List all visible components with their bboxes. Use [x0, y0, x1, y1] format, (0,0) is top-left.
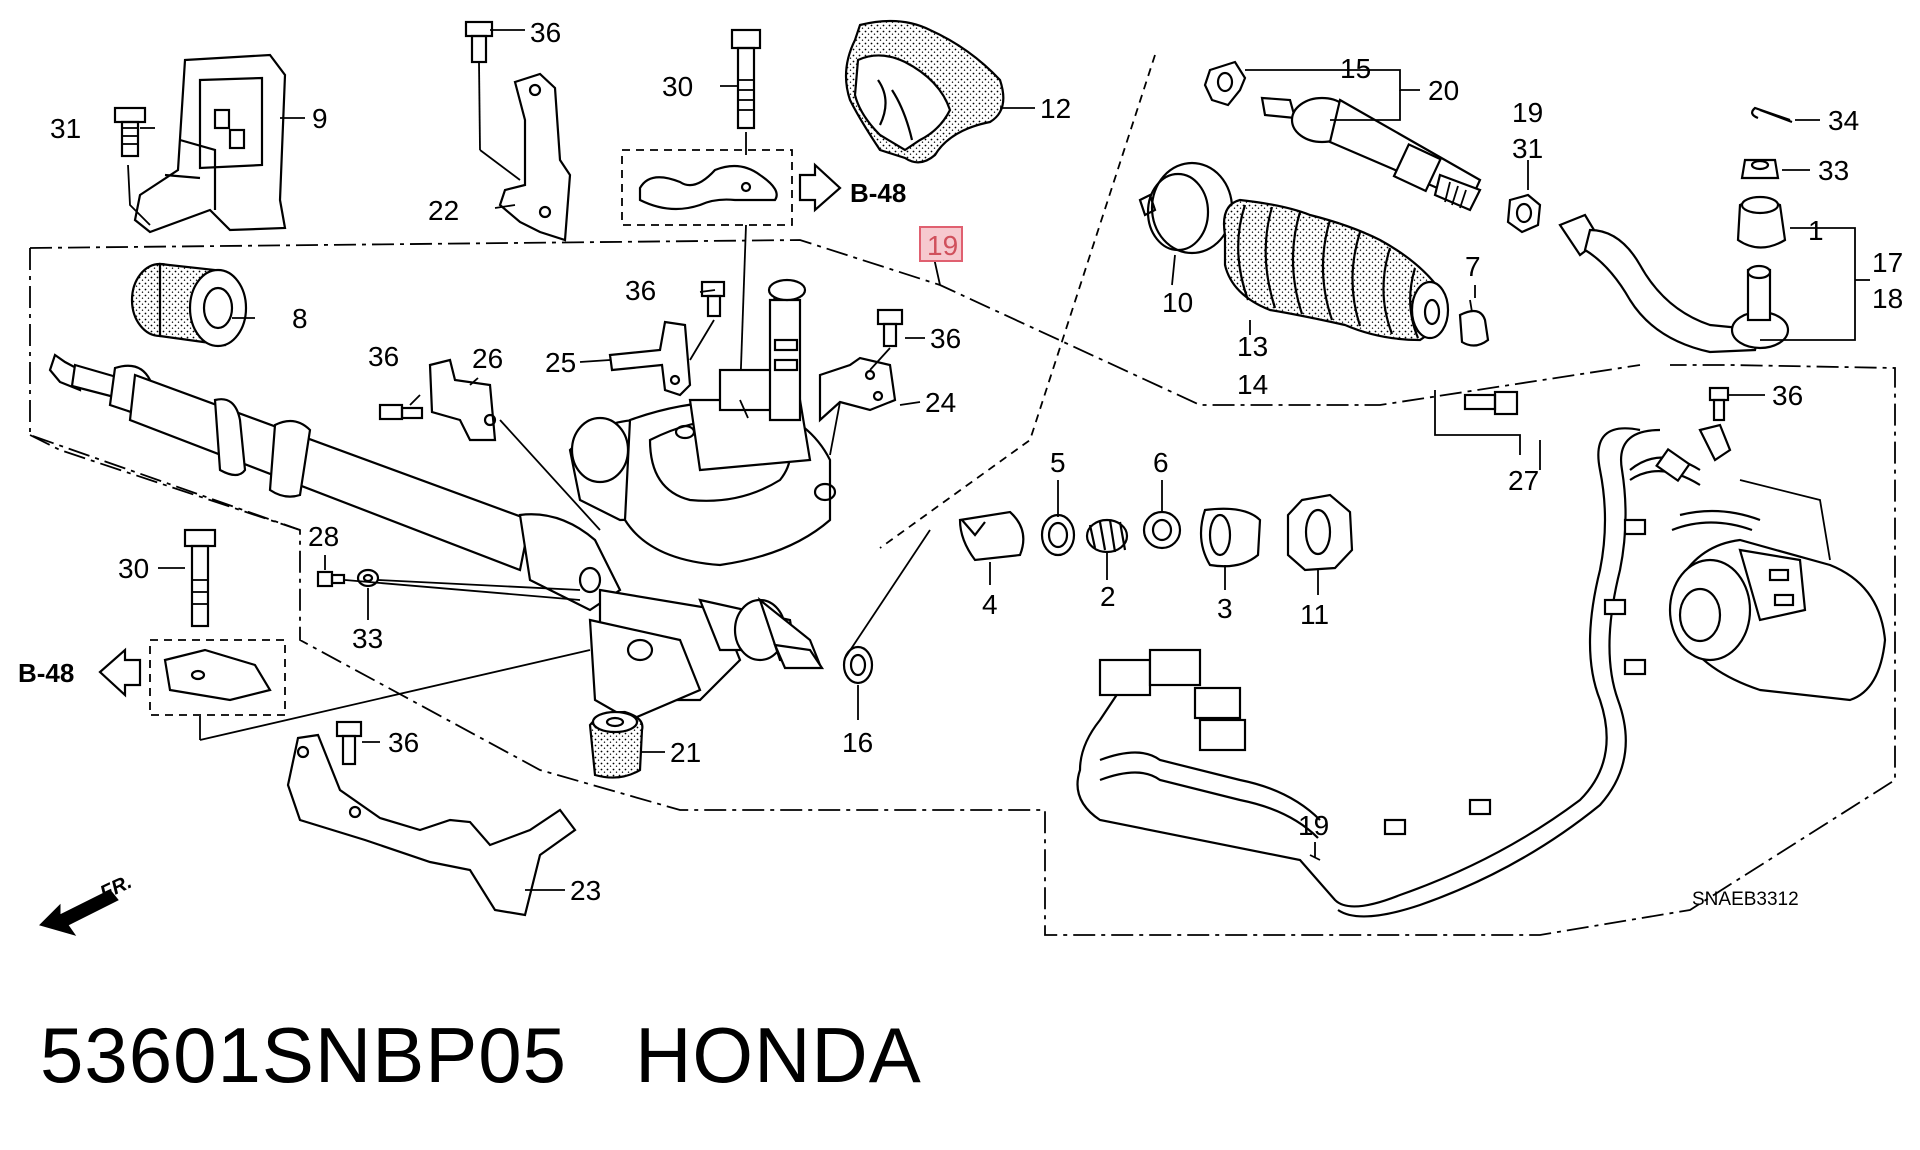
callout-11: 11 [1300, 599, 1329, 630]
reference-b48-top: B-48 [850, 178, 906, 208]
callout-30-bottom: 30 [118, 553, 149, 584]
part-22-bushing [588, 710, 644, 779]
part-15-21-tierod [1203, 60, 1482, 212]
callout-32: 33 [352, 623, 383, 654]
callout-4: 4 [982, 589, 998, 620]
callout-16: 16 [842, 727, 873, 758]
callout-30-top: 30 [662, 71, 693, 102]
part-number: 53601SNBP05 [40, 1011, 568, 1099]
callout-19-highlighted: 19 [927, 230, 958, 261]
callout-24: 23 [570, 875, 601, 906]
callout-33: 31 [50, 113, 81, 144]
callout-36-e: 36 [388, 727, 419, 758]
callout-36-c: 36 [368, 341, 399, 372]
callout-35: 34 [1828, 105, 1859, 136]
part-7-clip [1458, 299, 1490, 347]
brand-name: HONDA [635, 1011, 922, 1099]
callout-19-top: 19 [1512, 97, 1543, 128]
leader-lines [140, 29, 1870, 891]
callout-26: 25 [545, 347, 576, 378]
callout-13: 13 [1237, 331, 1268, 362]
part-29-32-screws [316, 568, 581, 601]
part-10-band [1138, 161, 1234, 255]
callout-14: 14 [1237, 369, 1268, 400]
parts-diagram: FR. 31 9 36 22 30 12 8 36 36 26 25 36 24… [18, 17, 1903, 936]
callout-34: 33 [1818, 155, 1849, 186]
callout-21: 20 [1428, 75, 1459, 106]
small-parts-row [958, 493, 1354, 572]
callout-20: 19 [1298, 810, 1329, 841]
part-16-seal [842, 529, 931, 685]
callout-18: 18 [1872, 283, 1903, 314]
highlight-box [919, 226, 963, 262]
callout-3: 3 [1217, 593, 1233, 624]
part-28-bolt [1434, 390, 1521, 455]
part-25-bracket [818, 308, 904, 456]
part-30-bolt-top [730, 28, 762, 155]
callout-5: 5 [1050, 447, 1066, 478]
part-caption: 53601SNBP05 HONDA [40, 1010, 922, 1101]
part-26-bracket [608, 280, 726, 397]
callout-25: 24 [925, 387, 956, 418]
callouts: 31 9 36 22 30 12 8 36 36 26 25 36 24 28 … [50, 17, 1903, 906]
callout-36-b: 36 [625, 275, 656, 306]
callout-2: 2 [1100, 581, 1116, 612]
callout-36-a: 36 [530, 17, 561, 48]
gearbox [568, 278, 837, 567]
callout-36-f: 36 [1772, 380, 1803, 411]
callout-36-d: 36 [930, 323, 961, 354]
part-9-bracket [133, 53, 287, 234]
clamp-box [621, 149, 842, 396]
callout-1: 1 [1808, 215, 1824, 246]
part-20-harness [1076, 386, 1732, 918]
callout-15: 15 [1340, 53, 1371, 84]
callout-12: 12 [1040, 93, 1071, 124]
group-boundary [29, 54, 1896, 936]
part-12-cover [844, 19, 1005, 164]
part-27-bracket [378, 358, 601, 531]
part-24-bracket [286, 720, 577, 917]
callout-7: 7 [1465, 251, 1481, 282]
part-1-tierod-end [1558, 106, 1793, 354]
power-steering-motor [1668, 479, 1887, 702]
callout-31: 31 [1512, 133, 1543, 164]
part-30-bolt-bottom [98, 528, 591, 741]
steering-rack [48, 353, 825, 722]
reference-b48-bottom: B-48 [18, 658, 74, 688]
callout-17: 17 [1872, 247, 1903, 278]
part-23-bracket [464, 20, 572, 242]
part-31-nut [1506, 193, 1542, 234]
part-13-boot [1222, 198, 1450, 342]
callout-6: 6 [1153, 447, 1169, 478]
part-33-bolt [113, 106, 151, 226]
callout-28: 27 [1508, 465, 1539, 496]
drawing-code: SNAEB3312 [1692, 889, 1799, 910]
callout-29: 28 [308, 521, 339, 552]
callout-22: 21 [670, 737, 701, 768]
callout-9: 9 [312, 103, 328, 134]
callout-27: 26 [472, 343, 503, 374]
front-direction-arrow: FR. [39, 871, 135, 936]
part-8-grommet [130, 262, 248, 348]
callout-10: 10 [1162, 287, 1193, 318]
callout-23: 22 [428, 195, 459, 226]
callout-8: 8 [292, 303, 308, 334]
